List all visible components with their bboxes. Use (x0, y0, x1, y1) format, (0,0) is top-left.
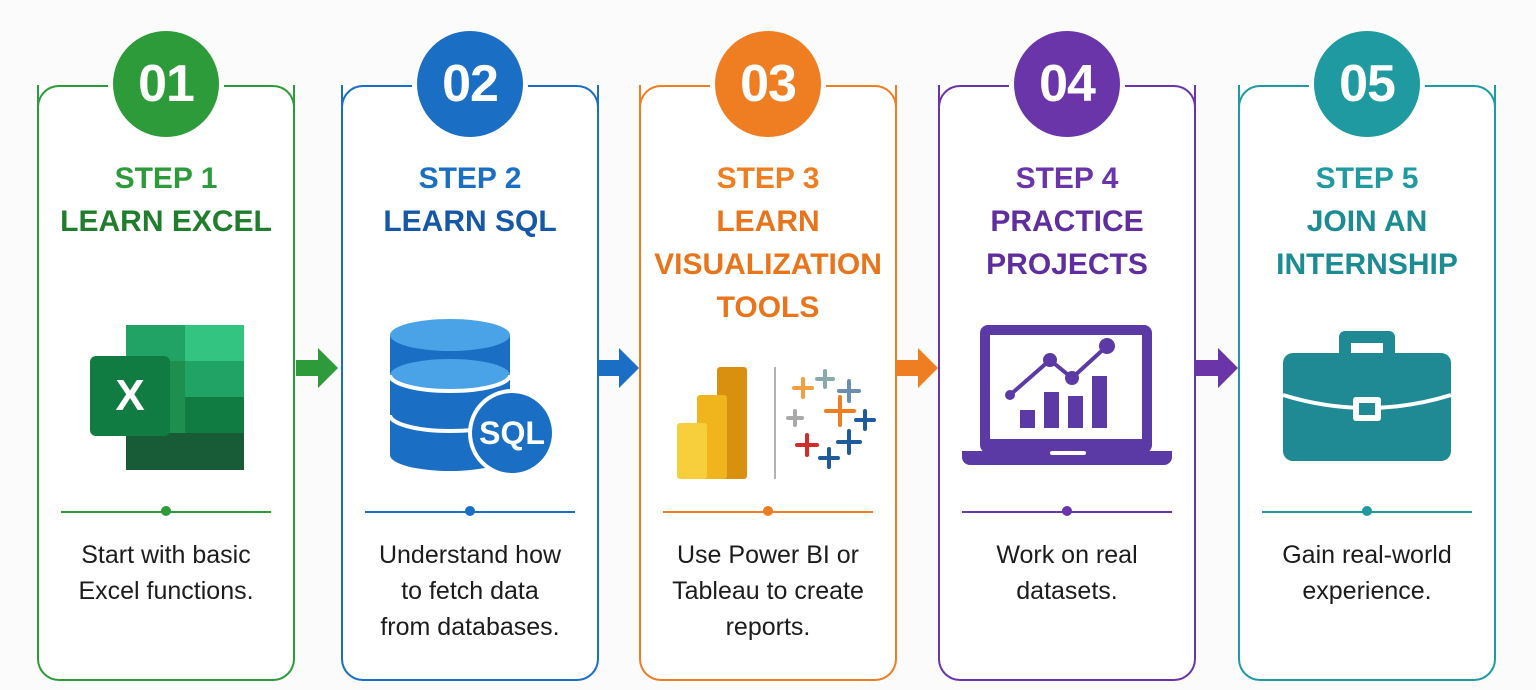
divider-dot (161, 506, 171, 516)
description-line: Use Power BI or (676, 541, 859, 569)
description-line: experience. (1302, 577, 1432, 605)
step-title: LEARN SQL (383, 205, 557, 238)
description-line: Excel functions. (78, 577, 254, 605)
step-title: TOOLS (716, 291, 820, 324)
arrow-right-icon (296, 348, 338, 388)
step-card-4: 04 STEP 4 PRACTICE PROJECTS Work on real… (938, 31, 1196, 681)
step-title: LEARN (716, 205, 820, 238)
step-description: Start with basic Excel functions. (49, 537, 283, 609)
step-title: JOIN AN (1306, 205, 1428, 238)
divider-dot (1362, 506, 1372, 516)
svg-text:X: X (115, 371, 144, 420)
step-card-2: 02 STEP 2 LEARN SQL SQL Understand how t… (341, 31, 599, 681)
description-line: to fetch data (401, 577, 539, 605)
step-heading: STEP 5 JOIN AN INTERNSHIP (1240, 157, 1494, 286)
step-label: STEP 3 (716, 162, 820, 195)
laptop-chart-icon (940, 315, 1194, 475)
description-line: Tableau to create (672, 577, 864, 605)
divider-dot (1062, 506, 1072, 516)
step-label: STEP 4 (1015, 162, 1119, 195)
step-description: Understand how to fetch data from databa… (353, 537, 587, 645)
step-title: VISUALIZATION (654, 248, 882, 281)
step-label: STEP 1 (114, 162, 218, 195)
step-number-badge: 02 (417, 31, 523, 137)
sql-label: SQL (479, 415, 545, 451)
step-heading: STEP 1 LEARN EXCEL (39, 157, 293, 243)
step-title: INTERNSHIP (1276, 248, 1458, 281)
description-line: datasets. (1016, 577, 1118, 605)
step-description: Work on real datasets. (950, 537, 1184, 609)
step-heading: STEP 2 LEARN SQL (343, 157, 597, 243)
excel-icon: X (39, 315, 293, 475)
description-line: Understand how (378, 541, 562, 569)
divider-dot (465, 506, 475, 516)
step-description: Use Power BI or Tableau to create report… (651, 537, 885, 645)
sql-database-icon: SQL (343, 315, 597, 475)
step-title: PRACTICE (990, 205, 1144, 238)
description-line: Work on real (996, 541, 1138, 569)
divider-dot (763, 506, 773, 516)
arrow-right-icon (597, 348, 639, 388)
step-label: STEP 5 (1315, 162, 1419, 195)
powerbi-tableau-icon (641, 347, 895, 507)
step-number-badge: 01 (113, 31, 219, 137)
step-title: PROJECTS (986, 248, 1148, 281)
step-card-5: 05 STEP 5 JOIN AN INTERNSHIP Gain real-w… (1238, 31, 1496, 681)
description-line: from databases. (380, 613, 560, 641)
description-line: Start with basic (81, 541, 251, 569)
step-title: LEARN EXCEL (60, 205, 272, 238)
step-number-badge: 05 (1314, 31, 1420, 137)
step-number-badge: 03 (715, 31, 821, 137)
description-line: Gain real-world (1282, 541, 1452, 569)
step-card-1: 01 STEP 1 LEARN EXCEL X Start with basic… (37, 31, 295, 681)
step-heading: STEP 4 PRACTICE PROJECTS (940, 157, 1194, 286)
step-label: STEP 2 (418, 162, 522, 195)
step-number-badge: 04 (1014, 31, 1120, 137)
step-description: Gain real-world experience. (1250, 537, 1484, 609)
step-heading: STEP 3 LEARN VISUALIZATION TOOLS (641, 157, 895, 329)
arrow-right-icon (1196, 348, 1238, 388)
description-line: reports. (725, 613, 811, 641)
arrow-right-icon (896, 348, 938, 388)
step-card-3: 03 STEP 3 LEARN VISUALIZATION TOOLS Use … (639, 31, 897, 681)
briefcase-icon (1240, 315, 1494, 475)
